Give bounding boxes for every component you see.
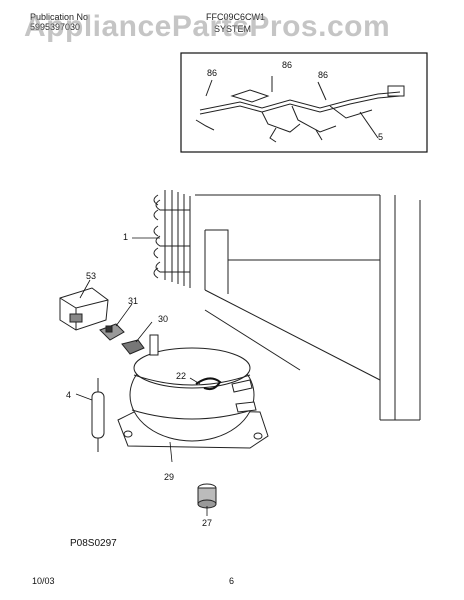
callout-22: 22: [176, 371, 187, 381]
mounting-grommet: [197, 483, 217, 509]
model-number: FFC09C6CW1: [206, 12, 266, 22]
publication-label: Publication No: [30, 12, 89, 22]
compressor-cord: [195, 377, 222, 391]
callout-1: 1: [123, 232, 129, 242]
callout-30: 30: [158, 314, 169, 324]
freezer-cabinet: [195, 194, 421, 421]
section-title: SYSTEM: [214, 24, 252, 34]
overload-protector: [99, 323, 125, 341]
callout-4: 4: [66, 390, 72, 400]
diagram-code: P08S0297: [70, 538, 117, 549]
callout-86-mid: 86: [282, 60, 293, 70]
footer-page: 6: [229, 576, 235, 586]
callout-86-right: 86: [318, 70, 329, 80]
footer-date: 10/03: [32, 576, 55, 586]
callout-53: 53: [86, 271, 97, 281]
publication-number: 5995397030: [30, 22, 81, 32]
inset-frame: [180, 52, 428, 153]
wire-harness: [195, 76, 405, 143]
watermark-text: AppliancePartsPros.com: [24, 10, 391, 43]
condenser-coil: [153, 190, 191, 288]
callout-29: 29: [164, 472, 175, 482]
compressor: [117, 334, 269, 449]
start-relay: [59, 287, 109, 331]
filter-drier: [91, 378, 105, 452]
relay-cover: [121, 339, 145, 355]
callout-leaders: [75, 237, 208, 516]
callout-5: 5: [378, 132, 384, 142]
callout-86-left: 86: [207, 68, 218, 78]
callout-27: 27: [202, 518, 213, 528]
callout-31: 31: [128, 296, 139, 306]
